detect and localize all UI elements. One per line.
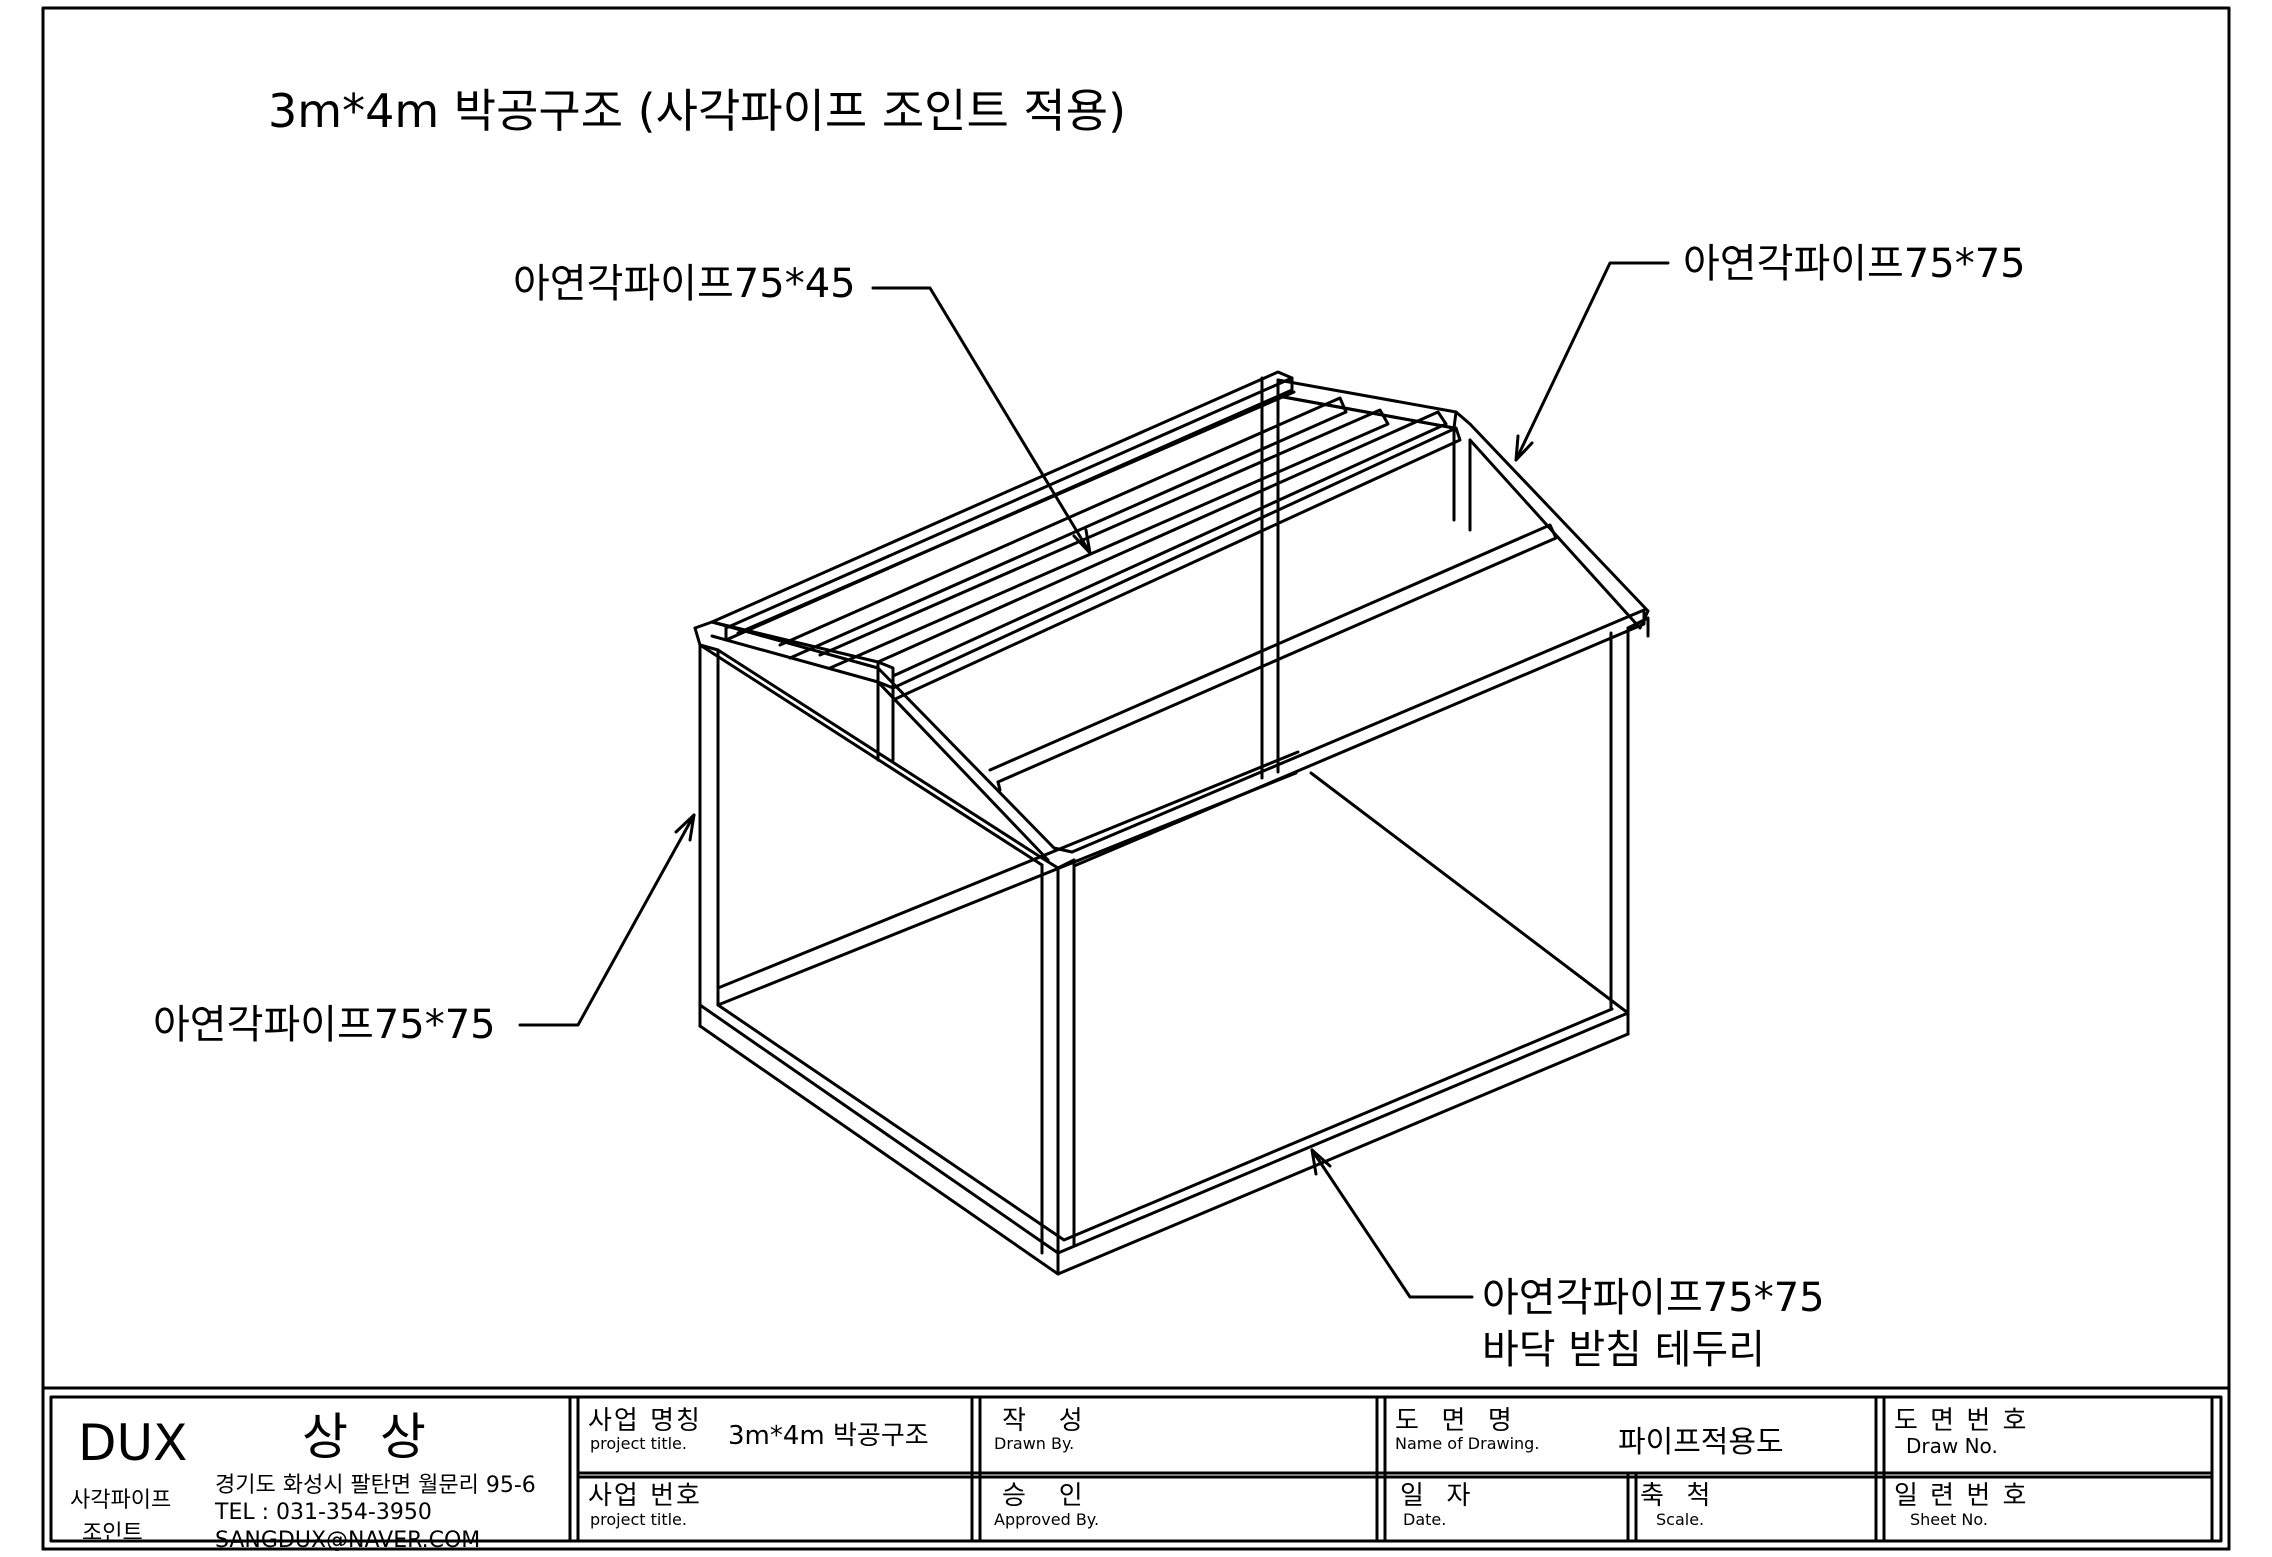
draw-no-label-en: Draw No. xyxy=(1906,1434,1998,1458)
sheet-no-label: 일 련 번 호 xyxy=(1894,1481,2029,1511)
leader-left-post-arrow xyxy=(674,813,696,842)
leader-base xyxy=(1310,1148,1474,1299)
company-product-line2: 조인트 xyxy=(82,1521,143,1546)
leader-rafter xyxy=(871,286,1092,555)
company-address: 경기도 화성시 팔탄면 월문리 95-6 xyxy=(215,1473,536,1498)
company-email: SANGDUX@NAVER.COM xyxy=(215,1528,481,1553)
date-label: 일 자 xyxy=(1400,1481,1473,1511)
company-product-line1: 사각파이프 xyxy=(70,1488,172,1513)
leader-top-right-arrow xyxy=(1514,434,1534,462)
drawn-by-label: 작 성 xyxy=(1002,1406,1085,1436)
scale-label: 축 척 xyxy=(1640,1481,1713,1511)
leader-top-right xyxy=(1514,261,1670,462)
leader-lines xyxy=(518,261,1670,1299)
leader-left-post xyxy=(518,813,696,1027)
posts xyxy=(698,376,1630,1276)
scale-label-en: Scale. xyxy=(1656,1510,1705,1529)
approved-by-label: 승 인 xyxy=(1002,1481,1085,1511)
label-rafter: 아연각파이프75*45 xyxy=(513,261,856,307)
drawn-by-label-en: Drawn By. xyxy=(994,1434,1075,1453)
approved-by-label-en: Approved By. xyxy=(994,1510,1100,1529)
leader-base-arrow xyxy=(1310,1148,1332,1176)
sheet-border xyxy=(41,6,2231,1551)
drawing-title: 3m*4m 박공구조 (사각파이프 조인트 적용) xyxy=(268,84,1127,138)
title-block-grid xyxy=(41,1386,2231,1551)
project-name-value: 3m*4m 박공구조 xyxy=(728,1421,929,1451)
company-brand: DUX xyxy=(78,1414,188,1472)
project-name-label-en: project title. xyxy=(590,1434,687,1453)
label-top-right: 아연각파이프75*75 xyxy=(1683,241,2026,287)
label-base-line1: 아연각파이프75*75 xyxy=(1482,1275,1825,1321)
project-number-label: 사업 번호 xyxy=(588,1481,702,1511)
leader-rafter-arrow xyxy=(1072,528,1092,555)
base-frame xyxy=(698,750,1630,1276)
company-tel: TEL : 031-354-3950 xyxy=(215,1500,432,1525)
project-number-label-en: project title. xyxy=(590,1510,687,1529)
date-label-en: Date. xyxy=(1403,1510,1447,1529)
label-base-line2: 바닥 받침 테두리 xyxy=(1482,1327,1766,1373)
roof-purlins xyxy=(710,370,1646,868)
drawing-name-value: 파이프적용도 xyxy=(1618,1425,1784,1460)
sheet-no-label-en: Sheet No. xyxy=(1910,1510,1988,1529)
drawing-name-label-en: Name of Drawing. xyxy=(1395,1434,1540,1453)
project-name-label: 사업 명칭 xyxy=(588,1406,702,1436)
label-left-post: 아연각파이프75*75 xyxy=(153,1002,496,1048)
company-name: 상 상 xyxy=(302,1408,434,1466)
drawing-name-label: 도 면 명 xyxy=(1395,1406,1514,1436)
draw-no-label: 도 면 번 호 xyxy=(1894,1406,2029,1436)
